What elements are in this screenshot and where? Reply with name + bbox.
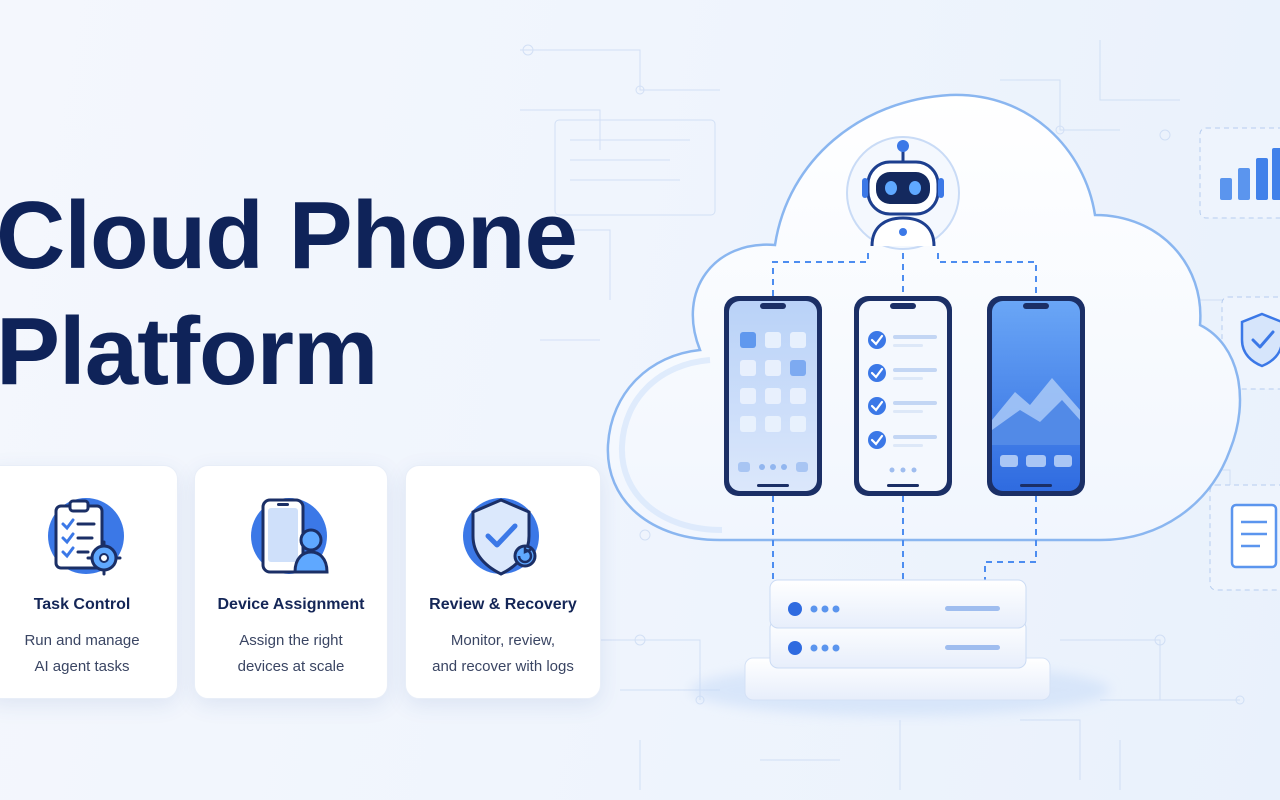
page-title: Cloud Phone Platform — [0, 182, 578, 405]
robot-icon — [846, 136, 960, 250]
feature-card-task-control: Task Control Run and manage AI agent tas… — [0, 465, 178, 699]
feature-title: Review & Recovery — [429, 596, 577, 613]
feature-description: Run and manage AI agent tasks — [24, 632, 140, 675]
phone-wallpaper — [987, 296, 1085, 496]
phone-user-icon — [251, 498, 329, 574]
shield-check-icon — [463, 498, 539, 576]
phone-app-grid — [724, 296, 822, 496]
clipboard-gear-icon — [48, 498, 124, 576]
feature-title: Task Control — [33, 596, 131, 613]
phone-checklist — [854, 296, 952, 496]
feature-card-device-assignment: Device Assignment Assign the right devic… — [194, 465, 388, 699]
server-stack-icon — [744, 579, 1051, 701]
feature-description: Monitor, review, and recover with logs — [432, 632, 574, 675]
feature-description: Assign the right devices at scale — [237, 632, 345, 675]
feature-card-review-recovery: Review & Recovery Monitor, review, and r… — [405, 465, 601, 699]
feature-title: Device Assignment — [217, 596, 365, 613]
